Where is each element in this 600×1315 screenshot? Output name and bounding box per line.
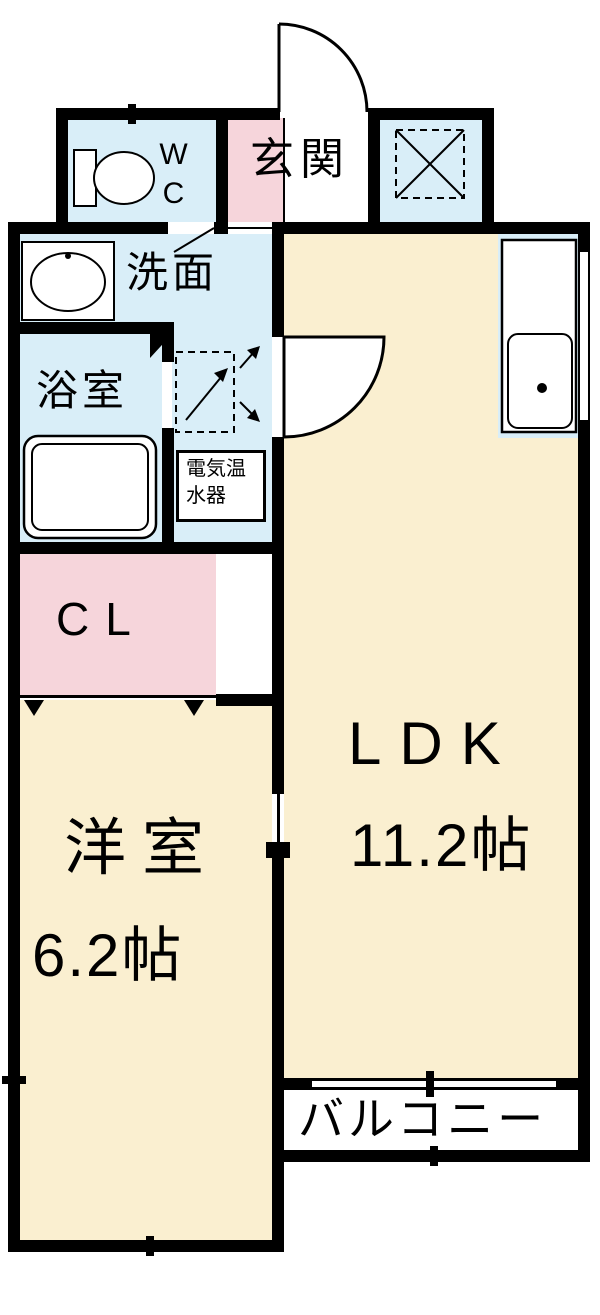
wall-western-ldk-lower bbox=[272, 848, 284, 1252]
washroom-label: 洗面 bbox=[126, 249, 219, 296]
wall-hall-ldk-lower bbox=[272, 437, 284, 554]
wall-right-exterior bbox=[578, 222, 590, 1162]
ldk-window-line-inner bbox=[312, 1087, 556, 1090]
closet-floor bbox=[20, 554, 216, 696]
wall-bath-right-lower bbox=[162, 428, 174, 554]
kitchen-window-inset bbox=[580, 252, 588, 420]
western-room-size: 6.2帖 bbox=[32, 922, 184, 989]
wall-hall-ldk-upper bbox=[272, 222, 284, 337]
wall-closet-top bbox=[8, 542, 284, 554]
genkan-hall-divider-line bbox=[283, 118, 285, 222]
direction-arrow-icon bbox=[239, 346, 260, 422]
wall-ps-bottom bbox=[216, 694, 284, 706]
closet-door-track-line bbox=[20, 695, 216, 698]
wall-kitchen-top bbox=[272, 222, 588, 234]
window-tick-balcony bbox=[430, 1146, 438, 1166]
window-tick-left-wall bbox=[2, 1076, 26, 1084]
balcony-label: バルコニー bbox=[298, 1093, 548, 1145]
wall-wc-genkan bbox=[216, 108, 228, 234]
wall-top-left bbox=[56, 108, 280, 120]
wc-door-swing-icon bbox=[173, 227, 215, 253]
genkan-label: 玄関 bbox=[250, 135, 350, 184]
wall-western-ldk-upper bbox=[272, 554, 284, 794]
washer-space-icon bbox=[175, 351, 235, 433]
refrigerator-space-icon bbox=[395, 129, 465, 199]
bathtub-icon bbox=[22, 434, 158, 540]
genkan-step-line bbox=[228, 227, 272, 229]
door-frame-tick bbox=[266, 842, 290, 858]
window-tick-ldk bbox=[426, 1071, 434, 1097]
ldk-window-line-outer bbox=[312, 1078, 556, 1081]
toilet-icon bbox=[73, 149, 155, 207]
wall-washroom-top-a bbox=[8, 222, 168, 234]
wall-washroom-top-b bbox=[214, 222, 228, 234]
western-room-door-line bbox=[277, 794, 280, 848]
closet-label: CL bbox=[56, 593, 147, 645]
western-room-label: 洋室 bbox=[64, 814, 221, 883]
ldk-label: LDK bbox=[348, 710, 519, 777]
ldk-size: 11.2帖 bbox=[350, 812, 533, 879]
wall-bath-top bbox=[8, 322, 162, 334]
wall-wc-left bbox=[56, 108, 68, 234]
wall-left-exterior bbox=[8, 222, 20, 1252]
wall-nook-right bbox=[482, 108, 494, 234]
washbasin-icon bbox=[21, 241, 115, 321]
western-room-floor bbox=[20, 700, 272, 1240]
window-tick-bottom-wall bbox=[146, 1236, 154, 1256]
room-door-arc-icon bbox=[282, 335, 386, 439]
water-heater-label: 電気温水器 bbox=[186, 458, 246, 507]
wall-top-right bbox=[368, 108, 494, 120]
wall-nook-left bbox=[368, 108, 380, 234]
genkan-floor bbox=[228, 118, 284, 222]
wc-label: WC bbox=[157, 138, 190, 216]
bathroom-label: 浴室 bbox=[36, 367, 129, 414]
water-heater-box: 電気温水器 bbox=[176, 450, 266, 522]
window-tick-top bbox=[128, 104, 136, 124]
wall-balcony-top-right-stub bbox=[556, 1078, 578, 1090]
wall-balcony-top-left-stub bbox=[284, 1078, 312, 1090]
kitchen-counter-icon bbox=[500, 238, 578, 434]
wall-bath-right-upper bbox=[162, 322, 174, 362]
entrance-door-arc-icon bbox=[277, 22, 369, 113]
